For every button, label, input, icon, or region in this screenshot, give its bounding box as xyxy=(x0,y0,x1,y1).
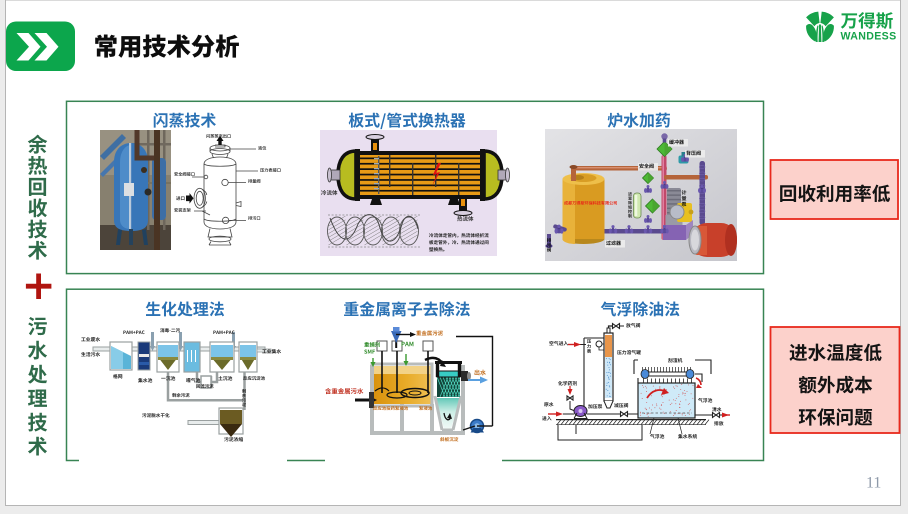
svg-text:11: 11 xyxy=(866,475,881,492)
svg-text:WANDESS: WANDESS xyxy=(841,31,897,43)
